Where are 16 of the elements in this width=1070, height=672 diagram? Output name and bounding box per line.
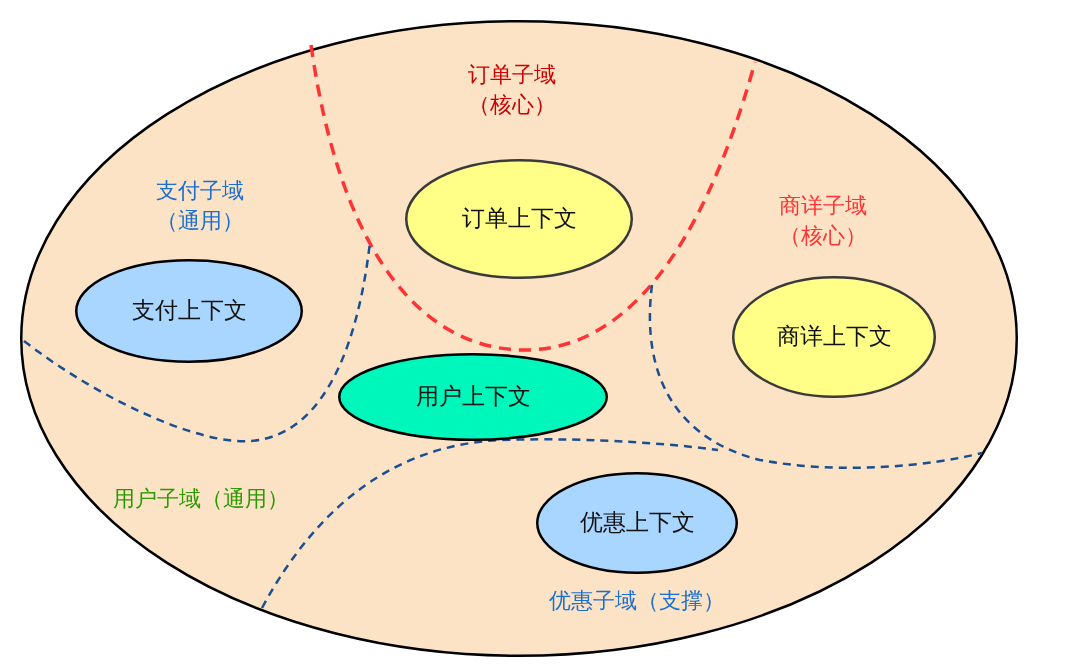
- context-name: 支付上下文: [131, 297, 247, 325]
- context-ellipse: [732, 276, 936, 398]
- context-ellipse: [75, 259, 303, 363]
- context-name: 订单上下文: [461, 205, 577, 233]
- subdomain-label: 商详子域（核心）: [778, 192, 869, 250]
- context-ellipse: [338, 353, 608, 441]
- subdomain-label: 用户子域（通用）: [113, 485, 289, 513]
- context-name: 商详上下文: [776, 323, 892, 351]
- subdomain-label: 支付子域（通用）: [155, 177, 246, 235]
- context-ellipse: [405, 159, 633, 279]
- domain-ellipse: [20, 20, 1018, 657]
- subdomain-label: 订单子域（核心）: [467, 61, 558, 119]
- context-name: 用户上下文: [415, 383, 531, 411]
- context-ellipse: [536, 472, 738, 574]
- context-name: 优惠上下文: [579, 509, 695, 537]
- subdomain-label: 优惠子域（支撑）: [549, 587, 725, 615]
